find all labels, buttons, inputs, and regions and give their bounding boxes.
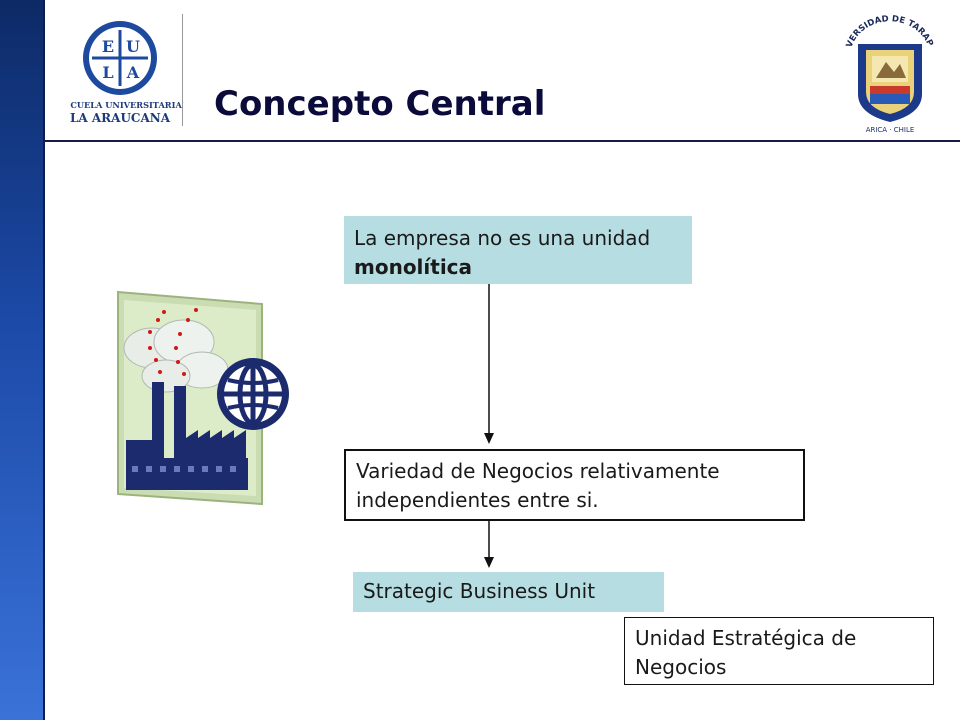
logo-letter-e: E xyxy=(102,37,114,56)
arrow-1-head xyxy=(484,433,494,444)
box1-prefix: La empresa no es una unidad xyxy=(354,226,651,250)
logo-divider xyxy=(182,14,183,126)
universidad-tarapaca-crest-icon: UNIVERSIDAD DE TARAPACA ARICA · CHILE xyxy=(842,6,935,134)
factory-globe-icon xyxy=(117,290,289,506)
box-strategic-business-unit: Strategic Business Unit xyxy=(353,572,664,612)
box-variedad-negocios: Variedad de Negocios relativamente indep… xyxy=(344,449,805,521)
header-rule xyxy=(44,140,960,142)
svg-text:UNIVERSIDAD DE TARAPACA: UNIVERSIDAD DE TARAPACA xyxy=(842,6,935,49)
logo-line2: LA ARAUCANA xyxy=(70,111,171,125)
logo-letter-a: A xyxy=(126,63,140,82)
box2-text: Variedad de Negocios relativamente indep… xyxy=(356,459,720,512)
logo-line1: ESCUELA UNIVERSITARIA xyxy=(70,100,182,110)
box4-text: Unidad Estratégica de Negocios xyxy=(635,626,857,679)
logo-letter-u: U xyxy=(126,37,140,56)
box-unidad-estrategica: Unidad Estratégica de Negocios xyxy=(624,617,934,685)
arrow-2-head xyxy=(484,557,494,568)
left-sidebar-band xyxy=(0,0,45,720)
box-empresa-no-monolitica: La empresa no es una unidad monolítica xyxy=(344,216,692,284)
box1-bold: monolítica xyxy=(354,255,473,279)
crest-arc-text: UNIVERSIDAD DE TARAPACA xyxy=(842,6,935,49)
escuela-araucana-logo-icon: E U L A ESCUELA UNIVERSITARIA LA ARAUCAN… xyxy=(70,21,182,125)
crest-bottom-text: ARICA · CHILE xyxy=(866,126,915,134)
box3-text: Strategic Business Unit xyxy=(363,579,596,603)
logo-letter-l: L xyxy=(102,63,113,82)
page-title: Concepto Central xyxy=(214,84,546,124)
